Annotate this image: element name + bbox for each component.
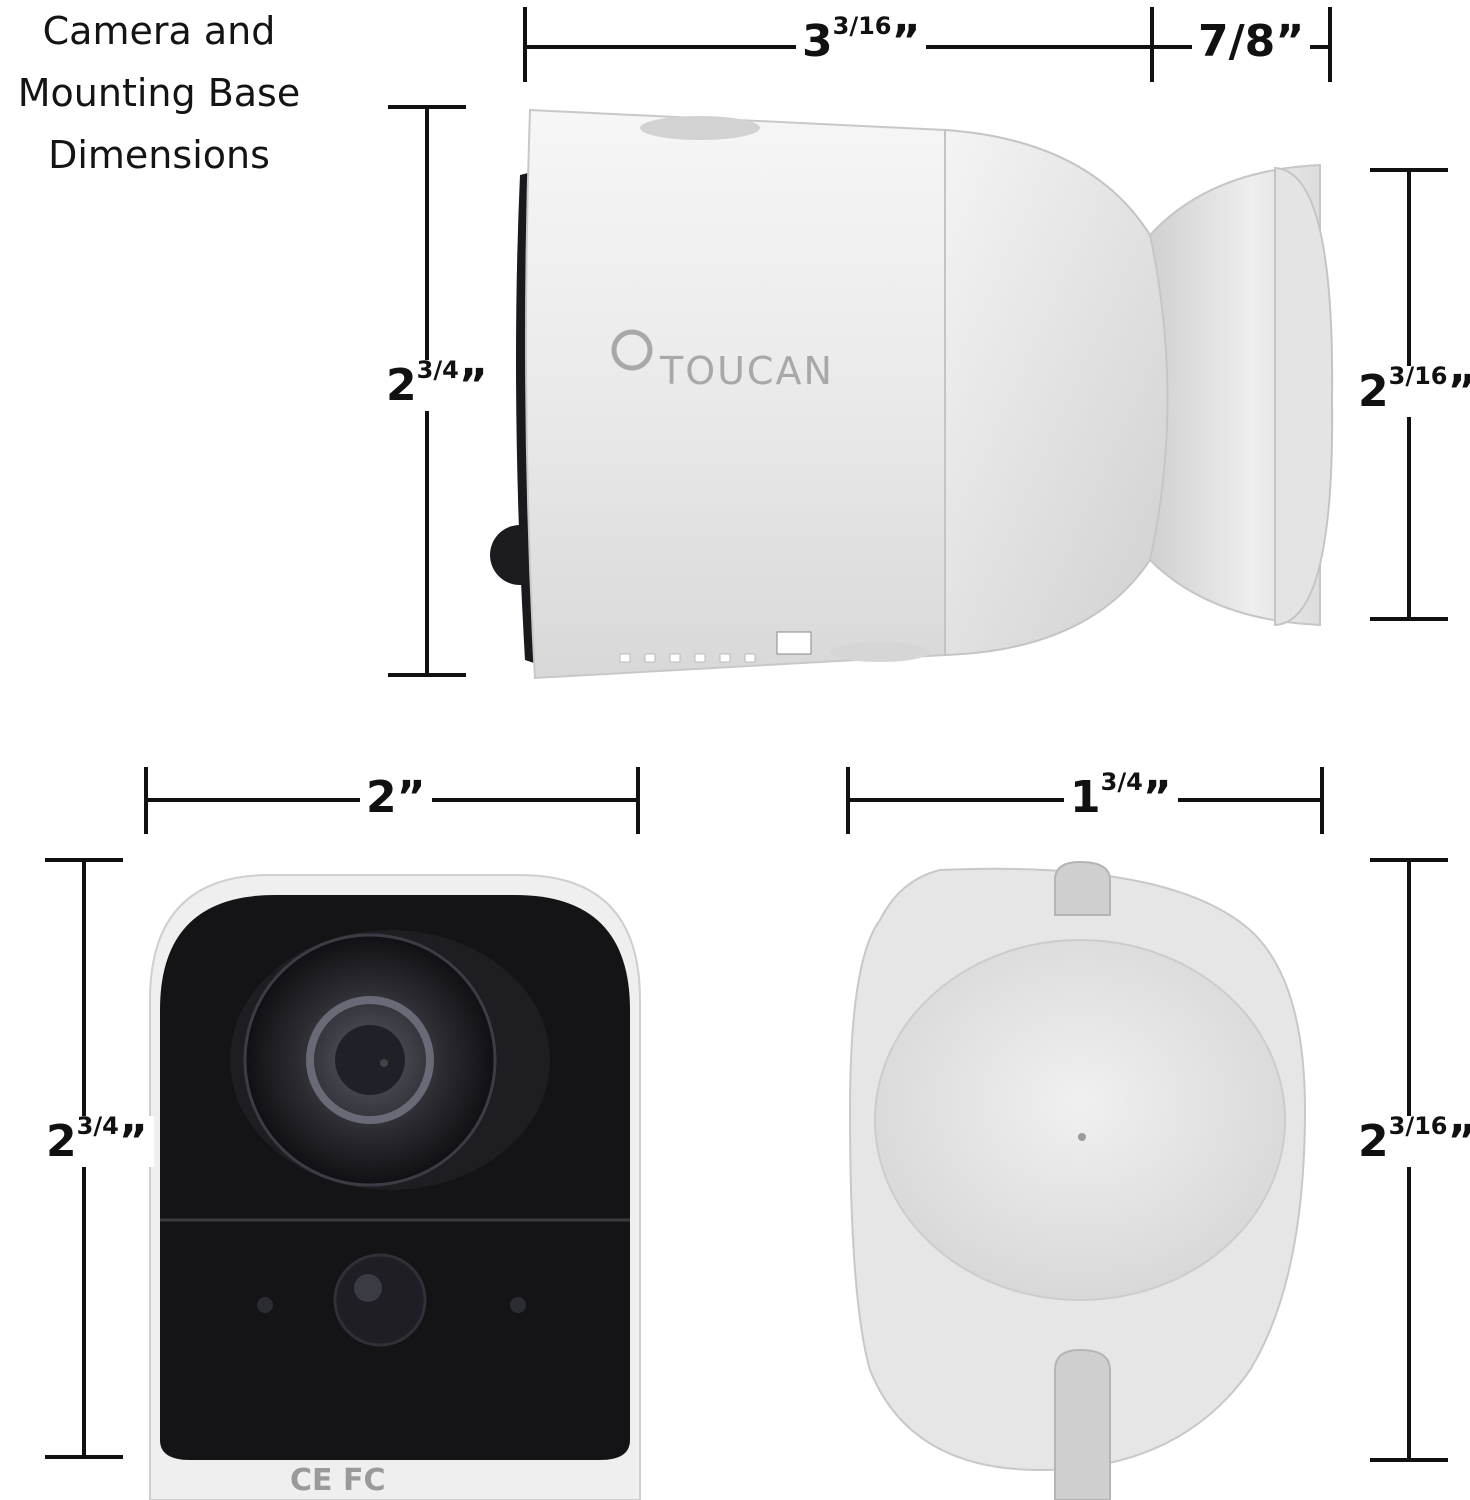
pir-sensor-front [333, 1253, 427, 1347]
toucan-logo-text: TOUCAN [659, 349, 834, 393]
dim-base-height: 23/16” [1352, 1114, 1470, 1167]
page-title: Camera and Mounting Base Dimensions [0, 0, 318, 186]
dim-camera-side-length: 33/16” [796, 14, 927, 67]
dim-base-width: 13/4” [1064, 770, 1178, 823]
camera-rear-cap [944, 128, 1182, 657]
camera-front-view: CE FC [149, 874, 641, 1500]
dim-camera-front-width: 2” [360, 772, 432, 823]
certification-marks: CE FC [290, 1463, 385, 1498]
base-tab-bottom [1054, 1348, 1111, 1500]
mounting-base-view [848, 860, 1307, 1500]
base-tab-top [1054, 860, 1111, 916]
dim-camera-side-height: 23/4” [380, 358, 494, 411]
base-recess [874, 939, 1286, 1301]
toucan-logo: TOUCAN [611, 329, 834, 393]
title-line-2: Mounting Base [17, 71, 301, 115]
title-line-3: Dimensions [48, 133, 270, 177]
dim-mount-side-height: 23/16” [1352, 364, 1470, 417]
camera-side-view: TOUCAN [490, 108, 1334, 680]
dim-mount-depth: 7/8” [1192, 16, 1311, 67]
qr-label [776, 631, 812, 655]
camera-body [525, 108, 946, 680]
title-line-1: Camera and [42, 9, 276, 53]
dim-camera-front-height: 23/4” [40, 1114, 154, 1167]
